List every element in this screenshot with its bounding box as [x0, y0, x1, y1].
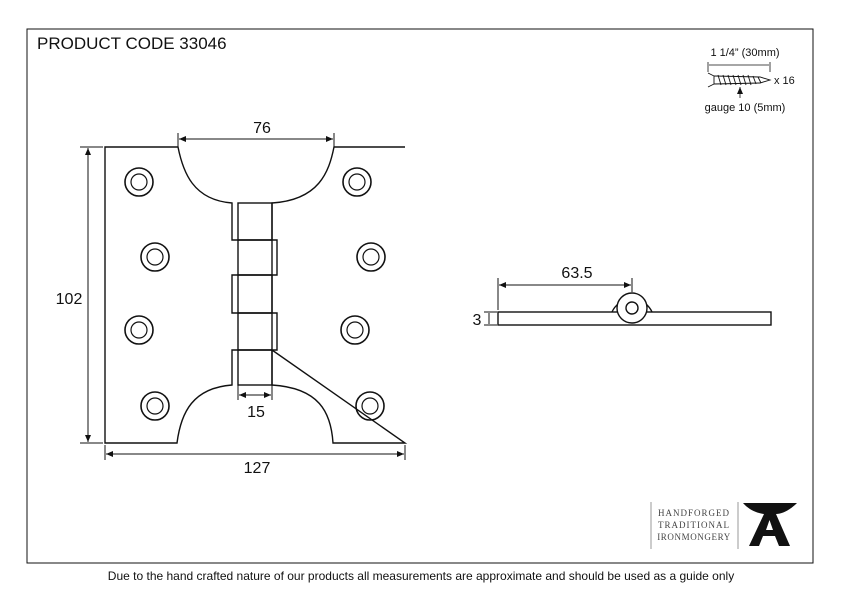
- dimension-side-length: 63.5: [497, 265, 633, 310]
- hinge-right-leaf: [271, 146, 408, 444]
- screw-hole: [355, 391, 385, 421]
- dimension-width: 127: [104, 445, 406, 477]
- dimension-label-63-5: 63.5: [561, 265, 592, 282]
- hinge-front-view: [104, 146, 408, 444]
- screw-specification: 1 1/4” (30mm) x 16 gauge 10 (5mm): [705, 47, 795, 114]
- screw-hole: [342, 167, 372, 197]
- footer-disclaimer: Due to the hand crafted nature of our pr…: [107, 569, 735, 583]
- screw-hole: [124, 167, 154, 197]
- screw-hole: [340, 315, 370, 345]
- brand-logo: HANDFORGED TRADITIONAL IRONMONGERY: [650, 502, 797, 549]
- screw-hole: [124, 315, 154, 345]
- dimension-cutout-width: 76: [177, 120, 335, 147]
- logo-line-ironmongery: IRONMONGERY: [657, 532, 731, 542]
- hinge-left-leaf: [104, 146, 278, 444]
- dimension-knuckle-width: 15: [237, 385, 273, 421]
- dimension-height: 102: [56, 146, 103, 444]
- logo-line-handforged: HANDFORGED: [658, 508, 730, 518]
- logo-line-traditional: TRADITIONAL: [658, 520, 730, 530]
- screw-hole: [140, 242, 170, 272]
- drawing-frame: [26, 28, 814, 564]
- screw-holes: [124, 167, 386, 421]
- product-code-title: PRODUCT CODE 33046: [37, 34, 227, 53]
- screw-hole: [356, 242, 386, 272]
- dimension-label-127: 127: [244, 460, 271, 477]
- dimension-label-76: 76: [253, 120, 271, 137]
- dimension-label-3: 3: [473, 312, 482, 329]
- dimension-label-15: 15: [247, 404, 265, 421]
- side-view-pin: [625, 301, 639, 315]
- screw-icon: [707, 72, 772, 88]
- screw-hole: [140, 391, 170, 421]
- screw-length-label: 1 1/4” (30mm): [710, 47, 779, 59]
- anvil-icon: [743, 503, 797, 546]
- dimension-thickness: 3: [473, 311, 497, 329]
- screw-quantity-label: x 16: [774, 75, 795, 87]
- hinge-side-view: [497, 292, 772, 326]
- dimension-label-102: 102: [56, 291, 83, 308]
- screw-gauge-label: gauge 10 (5mm): [705, 102, 786, 114]
- hinge-knuckle-barrel: [237, 202, 273, 386]
